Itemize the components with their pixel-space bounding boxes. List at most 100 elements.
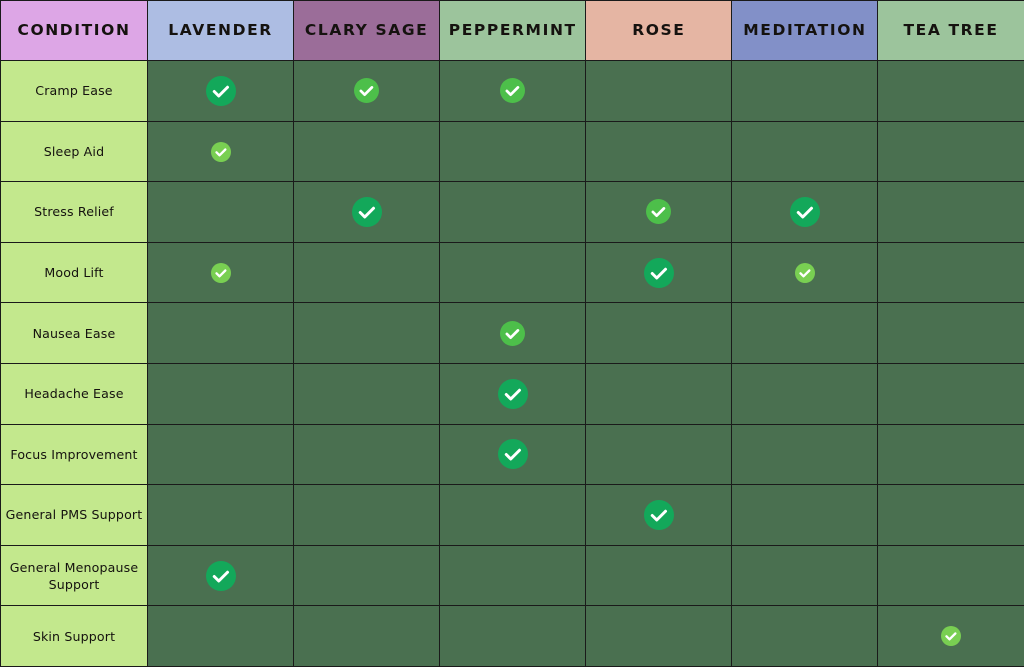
cell-focus-improvement-clary-sage[interactable] [294,424,440,485]
cell-general-menopause-support-clary-sage[interactable] [294,545,440,606]
check-circle-icon [354,78,379,103]
cell-mood-lift-peppermint[interactable] [440,242,586,303]
row-label-focus-improvement: Focus Improvement [1,424,148,485]
cell-general-pms-support-tea-tree[interactable] [878,485,1024,546]
cell-headache-ease-tea-tree[interactable] [878,363,1024,424]
cell-mood-lift-lavender[interactable] [148,242,294,303]
cell-cramp-ease-lavender[interactable] [148,61,294,122]
cell-general-menopause-support-rose[interactable] [586,545,732,606]
cell-sleep-aid-tea-tree[interactable] [878,121,1024,182]
table-row: Nausea Ease [1,303,1024,364]
cell-stress-relief-peppermint[interactable] [440,182,586,243]
cell-stress-relief-lavender[interactable] [148,182,294,243]
cell-headache-ease-peppermint[interactable] [440,363,586,424]
cell-general-pms-support-rose[interactable] [586,485,732,546]
check-circle-icon [795,263,815,283]
cell-sleep-aid-peppermint[interactable] [440,121,586,182]
cell-stress-relief-rose[interactable] [586,182,732,243]
cell-focus-improvement-tea-tree[interactable] [878,424,1024,485]
cell-sleep-aid-meditation[interactable] [732,121,878,182]
cell-general-pms-support-peppermint[interactable] [440,485,586,546]
row-label-skin-support: Skin Support [1,606,148,667]
cell-mood-lift-clary-sage[interactable] [294,242,440,303]
cell-skin-support-clary-sage[interactable] [294,606,440,667]
row-label-cramp-ease: Cramp Ease [1,61,148,122]
check-circle-icon [500,321,525,346]
check-circle-icon [644,500,674,530]
header-tea-tree[interactable]: TEA TREE [878,1,1024,61]
cell-stress-relief-tea-tree[interactable] [878,182,1024,243]
cell-stress-relief-clary-sage[interactable] [294,182,440,243]
check-circle-icon [211,263,231,283]
table-row: Stress Relief [1,182,1024,243]
header-peppermint[interactable]: PEPPERMINT [440,1,586,61]
cell-nausea-ease-rose[interactable] [586,303,732,364]
cell-sleep-aid-rose[interactable] [586,121,732,182]
cell-cramp-ease-clary-sage[interactable] [294,61,440,122]
header-meditation[interactable]: MEDITATION [732,1,878,61]
cell-nausea-ease-tea-tree[interactable] [878,303,1024,364]
cell-cramp-ease-rose[interactable] [586,61,732,122]
cell-general-pms-support-lavender[interactable] [148,485,294,546]
check-circle-icon [352,197,382,227]
row-label-general-menopause-support: General Menopause Support [1,545,148,606]
header-clary-sage[interactable]: CLARY SAGE [294,1,440,61]
cell-skin-support-rose[interactable] [586,606,732,667]
check-circle-icon [498,379,528,409]
row-label-sleep-aid: Sleep Aid [1,121,148,182]
cell-mood-lift-tea-tree[interactable] [878,242,1024,303]
check-circle-icon [790,197,820,227]
header-rose[interactable]: ROSE [586,1,732,61]
check-circle-icon [941,626,961,646]
cell-headache-ease-rose[interactable] [586,363,732,424]
cell-general-pms-support-meditation[interactable] [732,485,878,546]
cell-cramp-ease-meditation[interactable] [732,61,878,122]
cell-mood-lift-rose[interactable] [586,242,732,303]
cell-headache-ease-meditation[interactable] [732,363,878,424]
cell-nausea-ease-meditation[interactable] [732,303,878,364]
cell-skin-support-peppermint[interactable] [440,606,586,667]
cell-focus-improvement-rose[interactable] [586,424,732,485]
cell-mood-lift-meditation[interactable] [732,242,878,303]
cell-general-menopause-support-tea-tree[interactable] [878,545,1024,606]
cell-stress-relief-meditation[interactable] [732,182,878,243]
table-row: Sleep Aid [1,121,1024,182]
row-label-mood-lift: Mood Lift [1,242,148,303]
cell-nausea-ease-lavender[interactable] [148,303,294,364]
table-row: Mood Lift [1,242,1024,303]
cell-cramp-ease-peppermint[interactable] [440,61,586,122]
cell-skin-support-lavender[interactable] [148,606,294,667]
cell-sleep-aid-clary-sage[interactable] [294,121,440,182]
cell-skin-support-tea-tree[interactable] [878,606,1024,667]
cell-general-pms-support-clary-sage[interactable] [294,485,440,546]
cell-nausea-ease-clary-sage[interactable] [294,303,440,364]
cell-general-menopause-support-peppermint[interactable] [440,545,586,606]
cell-sleep-aid-lavender[interactable] [148,121,294,182]
cell-focus-improvement-peppermint[interactable] [440,424,586,485]
cell-skin-support-meditation[interactable] [732,606,878,667]
check-circle-icon [211,142,231,162]
row-label-nausea-ease: Nausea Ease [1,303,148,364]
table-row: Headache Ease [1,363,1024,424]
table-row: Focus Improvement [1,424,1024,485]
check-circle-icon [498,439,528,469]
header-lavender[interactable]: LAVENDER [148,1,294,61]
check-circle-icon [646,199,671,224]
row-label-headache-ease: Headache Ease [1,363,148,424]
cell-headache-ease-lavender[interactable] [148,363,294,424]
cell-focus-improvement-meditation[interactable] [732,424,878,485]
cell-headache-ease-clary-sage[interactable] [294,363,440,424]
cell-general-menopause-support-lavender[interactable] [148,545,294,606]
cell-cramp-ease-tea-tree[interactable] [878,61,1024,122]
table-row: Skin Support [1,606,1024,667]
check-circle-icon [500,78,525,103]
check-circle-icon [206,561,236,591]
cell-general-menopause-support-meditation[interactable] [732,545,878,606]
header-condition: CONDITION [1,1,148,61]
cell-focus-improvement-lavender[interactable] [148,424,294,485]
cell-nausea-ease-peppermint[interactable] [440,303,586,364]
